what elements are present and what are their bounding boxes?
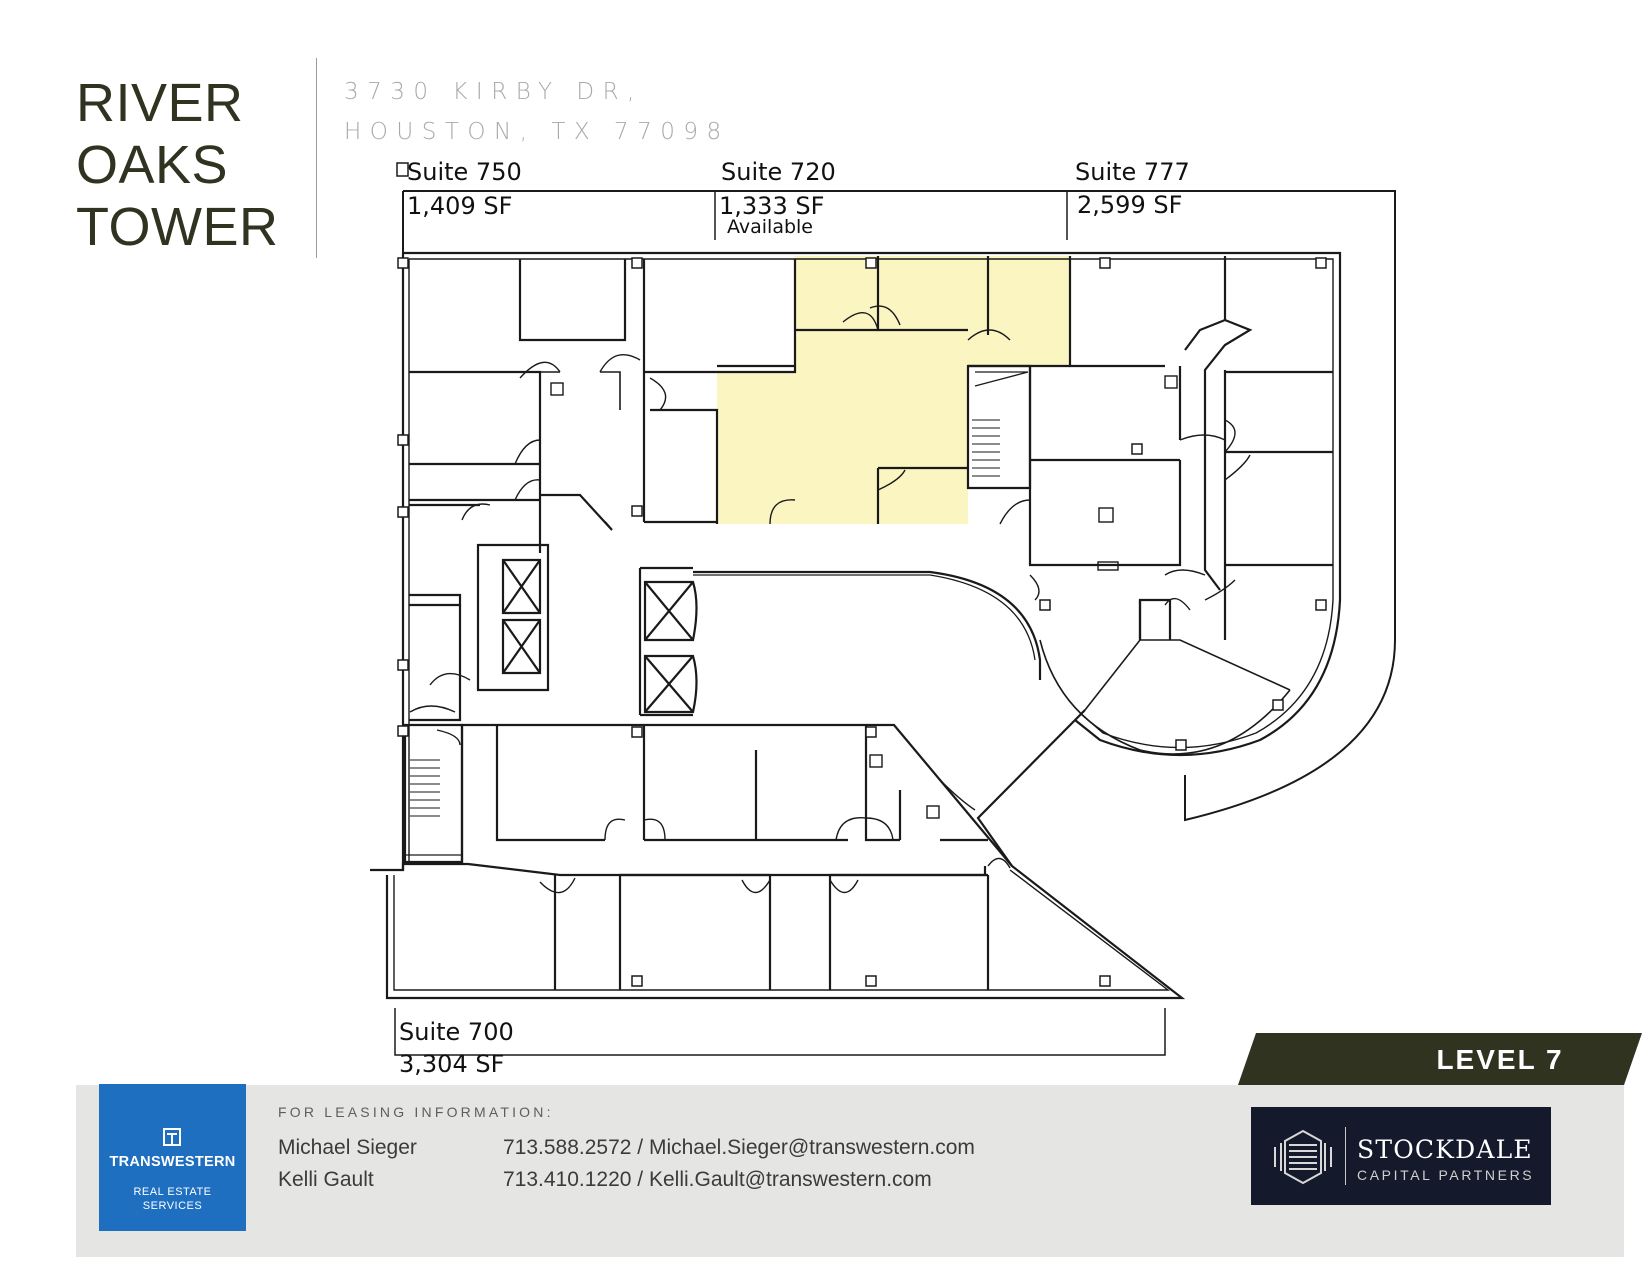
suite-700-area: 3,304 SF bbox=[399, 1050, 504, 1078]
building-address: 3730 KIRBY DR, HOUSTON, TX 77098 bbox=[344, 72, 730, 152]
transwestern-name: TRANSWESTERN bbox=[109, 1154, 236, 1170]
header-divider bbox=[316, 58, 317, 258]
contact-name: Michael Sieger bbox=[278, 1136, 417, 1159]
transwestern-tagline: REAL ESTATE SERVICES bbox=[99, 1185, 246, 1213]
transwestern-tagline-line-1: REAL ESTATE bbox=[133, 1186, 212, 1198]
stockdale-divider bbox=[1345, 1127, 1346, 1185]
address-line-2: HOUSTON, TX 77098 bbox=[344, 119, 730, 145]
building-title-line-2: OAKS bbox=[76, 135, 229, 195]
suite-720-status: Available bbox=[727, 216, 813, 238]
suite-777-name: Suite 777 bbox=[1075, 158, 1190, 186]
stockdale-name: STOCKDALE bbox=[1357, 1135, 1533, 1164]
leasing-heading: FOR LEASING INFORMATION: bbox=[278, 1104, 554, 1120]
building-title-line-3: TOWER bbox=[76, 197, 279, 257]
suite-720-highlight bbox=[717, 256, 1070, 524]
suite-720-area: 1,333 SF bbox=[719, 192, 824, 220]
transwestern-mark-icon bbox=[163, 1128, 181, 1146]
suite-720-name: Suite 720 bbox=[721, 158, 836, 186]
contact-name: Kelli Gault bbox=[278, 1168, 374, 1191]
stockdale-logo: STOCKDALE CAPITAL PARTNERS bbox=[1251, 1107, 1551, 1205]
transwestern-logo: TRANSWESTERN REAL ESTATE SERVICES bbox=[99, 1084, 246, 1231]
suite-750-area: 1,409 SF bbox=[407, 192, 512, 220]
suite-700-name: Suite 700 bbox=[399, 1018, 514, 1046]
contact-info[interactable]: 713.588.2572 / Michael.Sieger@transweste… bbox=[503, 1136, 975, 1159]
building-title: RIVER OAKS TOWER bbox=[76, 72, 279, 258]
transwestern-tagline-line-2: SERVICES bbox=[142, 1200, 203, 1212]
address-line-1: 3730 KIRBY DR, bbox=[344, 79, 643, 105]
suite-777-area: 2,599 SF bbox=[1077, 191, 1182, 219]
stockdale-building-icon bbox=[1274, 1129, 1332, 1185]
building-title-line-1: RIVER bbox=[76, 73, 244, 133]
stockdale-tagline: CAPITAL PARTNERS bbox=[1357, 1167, 1535, 1183]
level-tab bbox=[1238, 1033, 1642, 1085]
suite-750-name: Suite 750 bbox=[407, 158, 522, 186]
contact-info[interactable]: 713.410.1220 / Kelli.Gault@transwestern.… bbox=[503, 1168, 932, 1191]
level-label: LEVEL 7 bbox=[1436, 1044, 1564, 1075]
